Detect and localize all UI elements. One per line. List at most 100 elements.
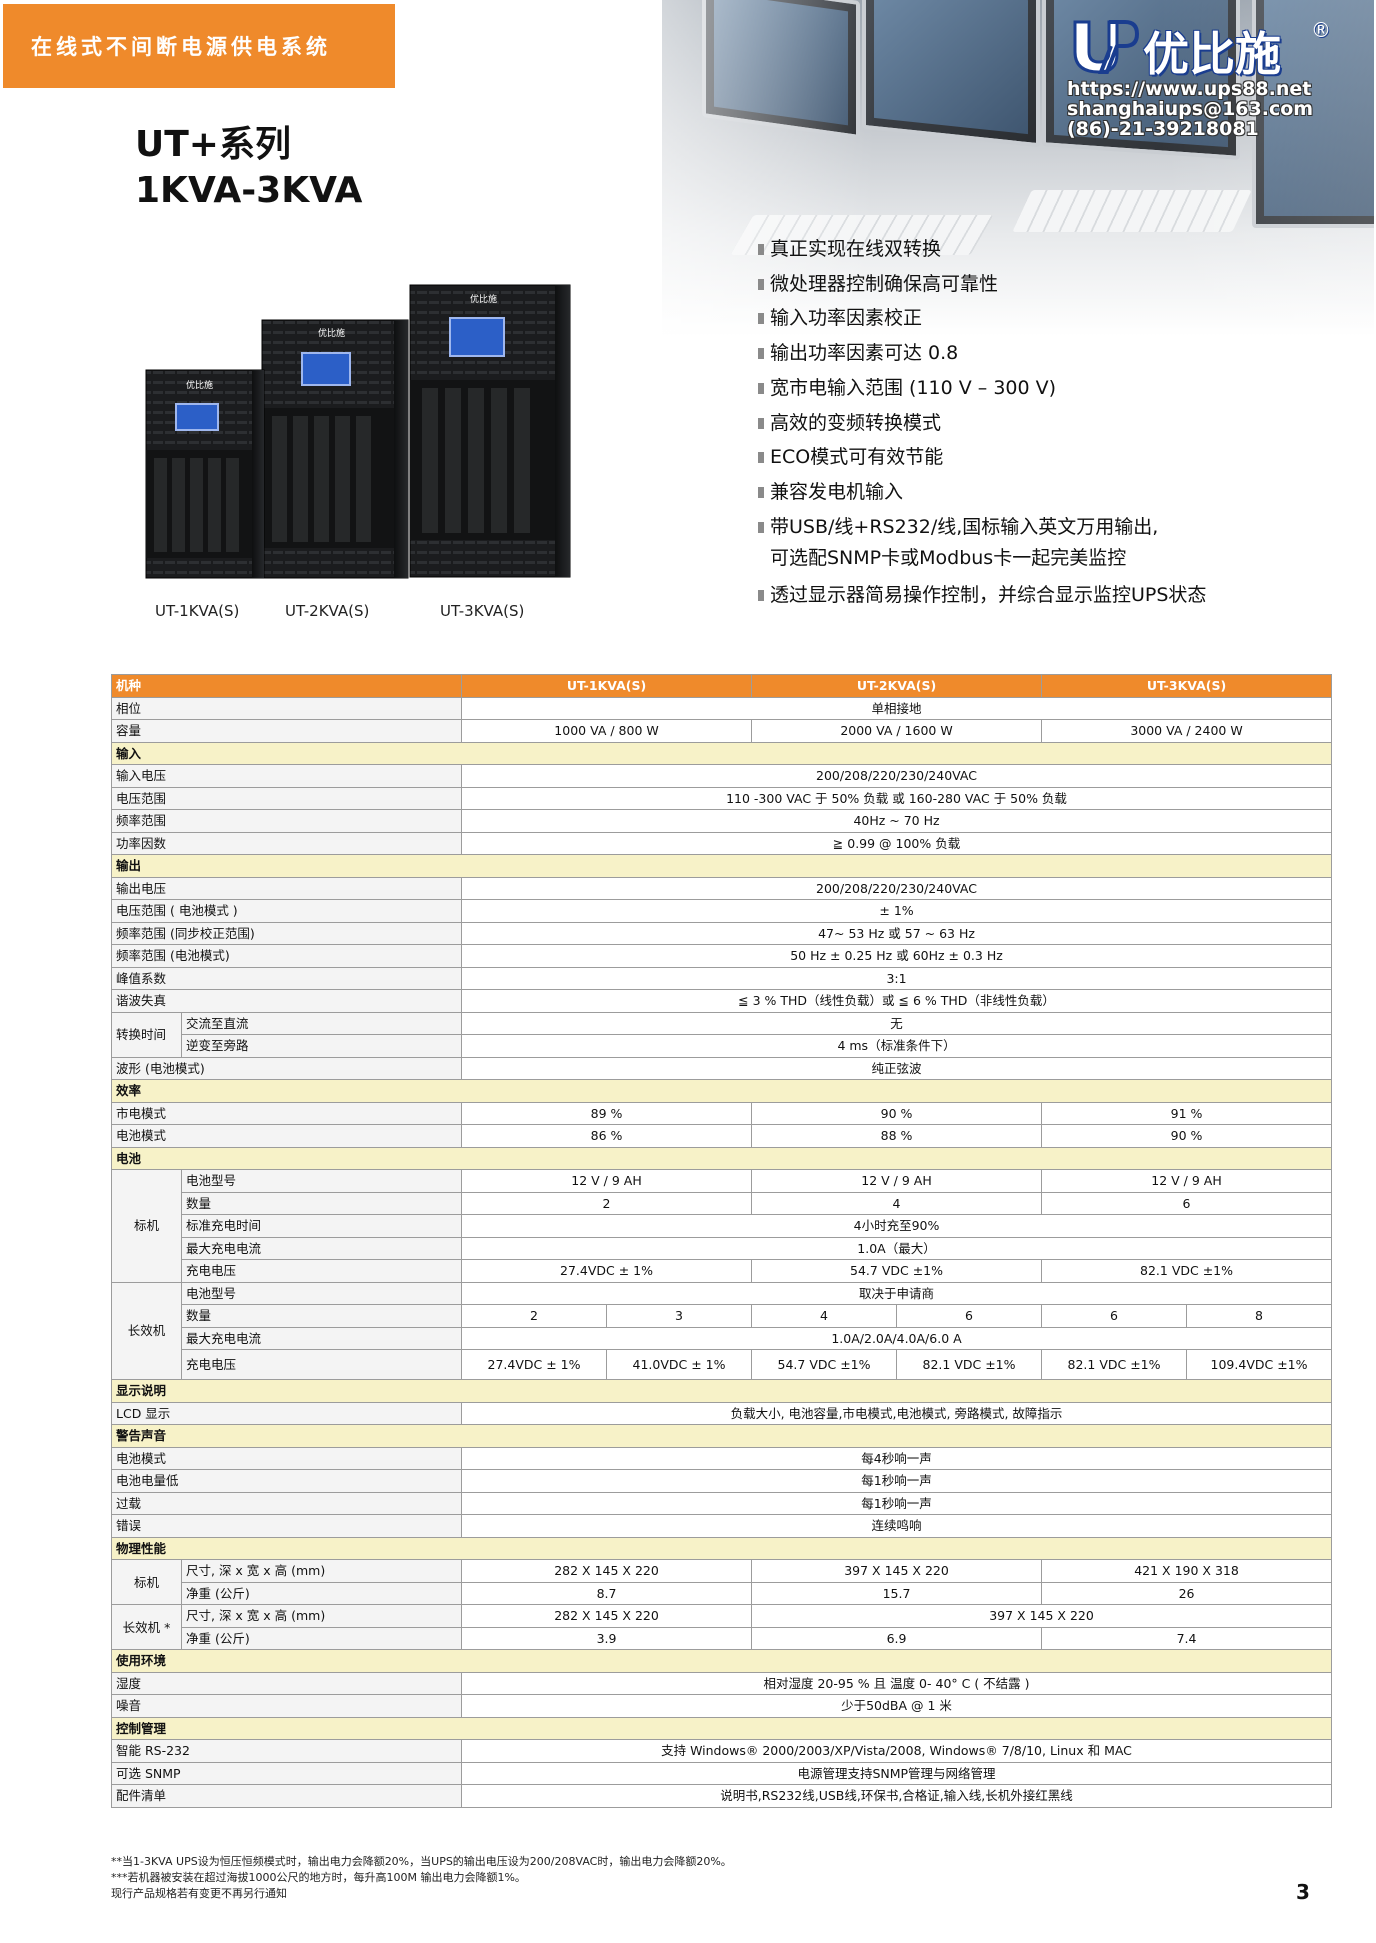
row-label: 可选 SNMP [110, 1761, 463, 1785]
contact-email[interactable]: shanghaiups@163.com [1067, 98, 1314, 120]
row-value: 109.4VDC ±1% [1186, 1349, 1333, 1380]
row-value: 3000 VA / 2400 W [1041, 719, 1333, 743]
row-value: 27.4VDC ± 1% [461, 1349, 608, 1380]
row-label: 电池模式 [110, 1446, 463, 1470]
row-label: 配件清单 [110, 1784, 463, 1808]
row-label: 峰值系数 [110, 966, 463, 990]
table-row: 噪音少于50dBA @ 1 米 [110, 1694, 1333, 1718]
table-row: 频率范围 (同步校正范围)47~ 53 Hz 或 57 ~ 63 Hz [110, 921, 1333, 945]
feature-item: 微处理器控制确保高可靠性 [758, 267, 1358, 302]
row-value: 90 % [1041, 1124, 1333, 1148]
row-value: 50 Hz ± 0.25 Hz 或 60Hz ± 0.3 Hz [461, 944, 1333, 968]
ups-unit-2kva [261, 319, 409, 579]
ups-brand-label: 优比施 [470, 293, 497, 305]
row-value: 每4秒响一声 [461, 1446, 1333, 1470]
series-range: 1KVA-3KVA [135, 170, 363, 211]
row-value: 电源管理支持SNMP管理与网络管理 [461, 1761, 1333, 1785]
section-header: 输入 [110, 741, 1333, 765]
row-value: 2000 VA / 1600 W [751, 719, 1043, 743]
contact-phone: (86)-21-39218081 [1067, 118, 1259, 140]
row-value: 82.1 VDC ±1% [1041, 1349, 1188, 1380]
section-header: 显示说明 [110, 1379, 1333, 1403]
row-value: 取决于申请商 [461, 1281, 1333, 1305]
section-title: 输入 [110, 741, 1333, 765]
row-value: 说明书,RS232线,USB线,环保书,合格证,输入线,长机外接红黑线 [461, 1784, 1333, 1808]
footnotes: **当1-3KVA UPS设为恒压恒频模式时，输出电力会降额20%，当UPS的输… [111, 1854, 732, 1902]
row-label: 输入电压 [110, 764, 463, 788]
table-row: 长效机电池型号取决于申请商 [111, 1281, 1333, 1380]
row-value: 82.1 VDC ±1% [896, 1349, 1043, 1380]
category-banner: 在线式不间断电源供电系统 [3, 4, 395, 88]
section-header: 警告声音 [110, 1424, 1333, 1448]
table-row: 波形 (电池模式)纯正弦波 [110, 1056, 1333, 1080]
section-header: 效率 [110, 1079, 1333, 1103]
row-label: 噪音 [110, 1694, 463, 1718]
row-value: 4 [751, 1304, 898, 1328]
model-label-3kva: UT-3KVA(S) [440, 602, 525, 620]
website-url[interactable]: https://www.ups88.net [1067, 78, 1312, 100]
row-value: 89 % [461, 1101, 753, 1125]
row-value: 8 [1186, 1304, 1333, 1328]
row-value: ≦ 3 % THD（线性负载）或 ≦ 6 % THD（非线性负载） [461, 989, 1333, 1013]
row-value: 41.0VDC ± 1% [606, 1349, 753, 1380]
row-value: 1.0A/2.0A/4.0A/6.0 A [461, 1326, 1333, 1350]
section-title: 控制管理 [110, 1716, 1333, 1740]
row-label: 电压范围 [110, 786, 463, 810]
feature-item: 兼容发电机输入 [758, 475, 1358, 510]
row-group-label: 标机 [111, 1169, 182, 1283]
series-title: UT+系列 1KVA-3KVA [135, 122, 362, 214]
section-title: 输出 [110, 854, 1333, 878]
row-value: 3 [606, 1304, 753, 1328]
spec-table: 机种 UT-1KVA(S) UT-2KVA(S) UT-3KVA(S) 相位单相… [110, 674, 1333, 1808]
row-label: 过载 [110, 1491, 463, 1515]
row-label: 市电模式 [110, 1101, 463, 1125]
row-value: 82.1 VDC ±1% [1041, 1259, 1333, 1283]
row-group-label: 标机 [111, 1559, 182, 1605]
row-value: 397 X 145 X 220 [751, 1559, 1043, 1583]
row-value: 282 X 145 X 220 [461, 1604, 753, 1628]
row-label: 电池电量低 [110, 1469, 463, 1493]
row-label: 最大充电电流 [180, 1326, 463, 1350]
section-header: 物理性能 [110, 1536, 1333, 1560]
series-name: UT+系列 [135, 124, 291, 165]
brand-name: 优比施 [1143, 27, 1281, 81]
row-value: 88 % [751, 1124, 1043, 1148]
row-label: 智能 RS-232 [110, 1739, 463, 1763]
row-label: 电池型号 [180, 1169, 463, 1193]
row-label: 充电电压 [180, 1259, 463, 1283]
row-value: 26 [1041, 1581, 1333, 1605]
row-value: 200/208/220/230/240VAC [461, 876, 1333, 900]
row-value: 397 X 145 X 220 [751, 1604, 1333, 1628]
row-value: 110 -300 VAC 于 50% 负载 或 160-280 VAC 于 50… [461, 786, 1333, 810]
feature-line: 带USB/线+RS232/线,国标输入英文万用输出, [770, 515, 1159, 538]
table-row: 电池电量低每1秒响一声 [110, 1469, 1333, 1493]
model-label-2kva: UT-2KVA(S) [285, 602, 370, 620]
section-header: 电池 [110, 1146, 1333, 1170]
row-label: 最大充电电流 [180, 1236, 463, 1260]
row-value: ± 1% [461, 899, 1333, 923]
row-value: 421 X 190 X 318 [1041, 1559, 1333, 1583]
section-title: 显示说明 [110, 1379, 1333, 1403]
row-label: 标准充电时间 [180, 1214, 463, 1238]
hero-photo [662, 0, 1374, 336]
ups-brand-label: 优比施 [186, 379, 213, 391]
row-label: 充电电压 [180, 1349, 463, 1380]
row-value: 6.9 [751, 1626, 1043, 1650]
feature-item: 真正实现在线双转换 [758, 232, 1358, 267]
row-value: 6 [1041, 1304, 1188, 1328]
row-label: 电压范围 ( 电池模式 ) [110, 899, 463, 923]
ups-unit-3kva [409, 284, 571, 578]
table-row: 频率范围 (电池模式)50 Hz ± 0.25 Hz 或 60Hz ± 0.3 … [110, 944, 1333, 968]
